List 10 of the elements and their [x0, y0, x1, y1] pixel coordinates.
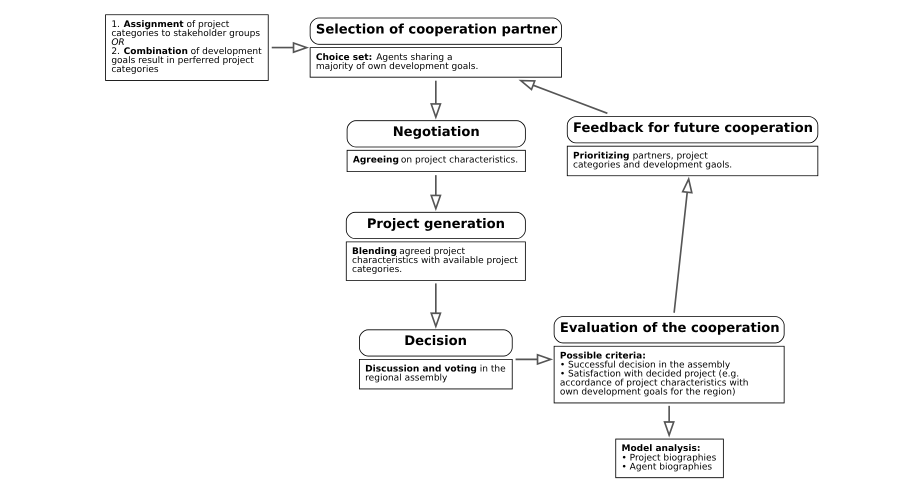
arrow	[430, 80, 442, 120]
node-box: Model analysis: • Project biographies • Agent biographies	[614, 438, 724, 478]
arrow	[430, 283, 442, 329]
arrow	[672, 176, 692, 313]
arrow	[518, 80, 608, 114]
arrow	[271, 42, 309, 54]
arrow	[662, 406, 674, 438]
arrow	[515, 354, 553, 366]
node-box: 1. Assignment of project categories to stakeholder groups OR 2. Combination of development goals result in perferred project categories	[104, 14, 268, 81]
arrow	[430, 175, 442, 212]
